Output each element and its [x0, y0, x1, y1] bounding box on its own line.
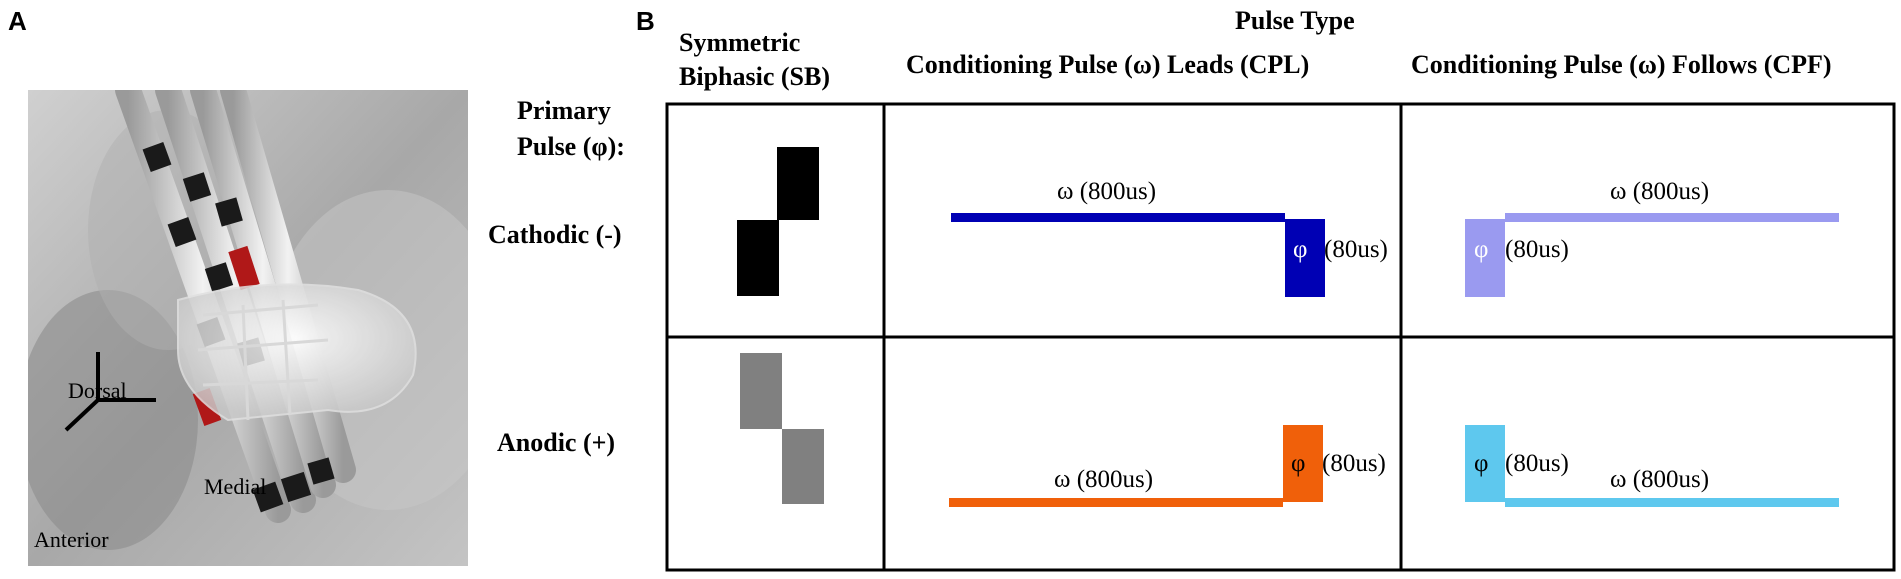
cpl-cathodic-phi-symbol: φ: [1293, 236, 1308, 263]
cpf-anodic-phi-duration: (80us): [1505, 450, 1569, 477]
axis-label-dorsal: Dorsal: [68, 378, 127, 403]
cpl-cathodic-omega-pulse: [951, 213, 1285, 222]
axis-label-medial: Medial: [204, 474, 267, 499]
cpl-anodic-omega-label: ω (800us): [1054, 466, 1154, 493]
cpl-cathodic-phi-duration: (80us): [1324, 236, 1388, 263]
panel-a-label: A: [8, 6, 27, 36]
column-header-cpl: Conditioning Pulse (ω) Leads (CPL): [906, 50, 1310, 79]
sb-anodic-phase-1: [740, 353, 782, 429]
electrode-render-image: [28, 90, 468, 566]
column-header-sb-line-2: Biphasic (SB): [679, 62, 830, 91]
sb-cathodic-phase-1: [777, 147, 819, 220]
cpf-anodic-omega-pulse: [1505, 498, 1839, 507]
pulse-type-title: Pulse Type: [1235, 6, 1355, 35]
cpf-anodic-phi-symbol: φ: [1474, 450, 1489, 477]
cpl-anodic-omega-pulse: [949, 498, 1283, 507]
row-header-primary-line-1: Primary: [517, 96, 611, 125]
cpf-cathodic-phi-duration: (80us): [1505, 236, 1569, 263]
cpf-cathodic-omega-label: ω (800us): [1610, 178, 1710, 205]
cpl-anodic-phi-duration: (80us): [1322, 450, 1386, 477]
sb-cathodic-phase-2: [737, 220, 779, 296]
panel-b-label: B: [636, 6, 655, 36]
axis-label-anterior: Anterior: [34, 527, 109, 552]
cpf-cathodic-omega-pulse: [1505, 213, 1839, 222]
cpf-anodic-phi-pulse: [1465, 425, 1505, 502]
cpf-anodic-omega-label: ω (800us): [1610, 466, 1710, 493]
cpl-anodic-phi-symbol: φ: [1291, 450, 1306, 477]
cpl-anodic-phi-pulse: [1283, 425, 1323, 502]
row-label-cathodic: Cathodic (-): [488, 220, 622, 249]
column-header-sb-line-1: Symmetric: [679, 28, 801, 57]
cpf-cathodic-phi-pulse: [1465, 219, 1505, 297]
row-label-anodic: Anodic (+): [497, 428, 616, 457]
column-header-cpf: Conditioning Pulse (ω) Follows (CPF): [1411, 50, 1832, 79]
cpl-cathodic-phi-pulse: [1285, 219, 1325, 297]
cpl-cathodic-omega-label: ω (800us): [1057, 178, 1157, 205]
sb-anodic-phase-2: [782, 429, 824, 504]
cpf-cathodic-phi-symbol: φ: [1474, 236, 1489, 263]
row-header-primary-line-2: Pulse (φ):: [517, 132, 625, 161]
